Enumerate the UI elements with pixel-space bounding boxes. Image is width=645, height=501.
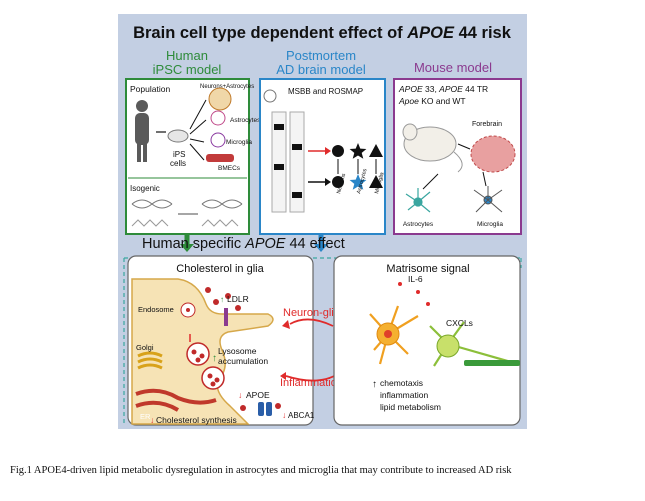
- figure: Brain cell type dependent effect of APOE…: [118, 14, 527, 429]
- axon-icon: [464, 360, 520, 366]
- inflammation-label: Inflammation: [280, 377, 343, 389]
- cxcls-label: CXCLs: [446, 318, 473, 328]
- microglia-cell-icon: [210, 132, 226, 148]
- human-panel-title-1: Human: [166, 48, 208, 63]
- matrisome-neuron-icon: [429, 321, 519, 367]
- lysosome-label-2: accumulation: [218, 356, 268, 366]
- figure-caption: Fig.1 APOE4-driven lipid metabolic dysre…: [10, 465, 512, 476]
- matrisome-panel-title: Matrisome signal: [386, 263, 469, 275]
- neuron-glia-label: Neuron-glia: [283, 307, 341, 319]
- il6-label: IL-6: [408, 274, 423, 284]
- endosome-label: Endosome: [138, 305, 174, 314]
- glia-panel: Cholesterol in glia Endosome ↑ LDLR Golg…: [127, 255, 315, 426]
- human-panel: Population Neurons+Astrocytes iPS cells …: [125, 78, 261, 235]
- er-label: ER: [140, 412, 151, 421]
- apoe-label: APOE: [246, 390, 270, 400]
- heatmap-column-2: [289, 111, 305, 213]
- lysosome-up-arrow: ↑: [212, 353, 217, 364]
- ips-label-2: cells: [170, 159, 186, 168]
- cholesterol-synthesis-label: Cholesterol synthesis: [156, 415, 237, 425]
- postmortem-neurons-label: Neurons: [336, 173, 347, 195]
- human-astrocytes-label: Astrocytes: [230, 117, 261, 124]
- astrocyte-cell-icon: [210, 110, 226, 126]
- er-icon: [135, 388, 217, 405]
- bmec-cell-icon: [206, 154, 234, 162]
- abca1-transporter-icon: [258, 402, 264, 416]
- ips-label-1: iPS: [173, 150, 185, 159]
- population-label: Population: [130, 84, 170, 94]
- lysosome-label-1: Lysosome: [218, 346, 257, 356]
- mouse-genotypes-line2: Apoe KO and WT: [398, 96, 466, 106]
- isogenic-label: Isogenic: [130, 184, 160, 193]
- matrisome-panel: Matrisome signal IL-6 CXCLs ↑ chemotaxis…: [333, 255, 521, 426]
- abca1-label: ABCA1: [288, 411, 315, 420]
- mouse-microglia-icon: [473, 186, 503, 213]
- postmortem-panel-title-2: AD brain model: [276, 62, 366, 77]
- heatmap-column-1: [271, 111, 287, 213]
- cholesterol-synthesis-down-arrow: ↓: [150, 415, 154, 425]
- chromatogram-right: [201, 219, 239, 227]
- cholesterol-particle: [205, 287, 211, 293]
- lysosome-icon-1: [186, 342, 210, 366]
- mouse-astrocyte-icon: [405, 188, 431, 213]
- effect-lipid-metabolism: lipid metabolism: [380, 402, 441, 412]
- differentiation-arrows: [189, 99, 207, 161]
- ldlr-label: LDLR: [227, 294, 249, 304]
- postmortem-panel-title-1: Postmortem: [286, 48, 356, 63]
- golgi-icon: [137, 351, 163, 370]
- mouse-panel-title: Mouse model: [414, 60, 492, 75]
- mouse-astrocytes-label: Astrocytes: [403, 221, 434, 228]
- neuron-circle-symbol: [332, 145, 344, 157]
- golgi-label: Golgi: [136, 343, 154, 352]
- human-bmecs-label: BMECs: [218, 165, 241, 172]
- ldlr-receptor-icon: [224, 308, 228, 326]
- postmortem-microglia-label: Microglia: [374, 171, 386, 195]
- mouse-microglia-label: Microglia: [477, 221, 503, 228]
- mouse-genotypes-line1: APOE 33, APOE 44 TR: [398, 84, 488, 94]
- person-icon: [135, 100, 149, 162]
- effect-inflammation: inflammation: [380, 390, 428, 400]
- forebrain-label: Forebrain: [472, 121, 502, 128]
- culture-label: Neurons+Astrocytes: [200, 84, 254, 90]
- specific-effect-label: Human specific APOE 44 effect: [142, 236, 345, 252]
- human-panel-title-2: iPSC model: [153, 62, 222, 77]
- lysosome-icon-2: [201, 366, 225, 390]
- figure-svg: Brain cell type dependent effect of APOE…: [123, 24, 522, 426]
- figure-title: Brain cell type dependent effect of APOE…: [133, 24, 512, 42]
- cohorts-label: MSBB and ROSMAP: [288, 87, 363, 96]
- mouse-panel: APOE 33, APOE 44 TR Apoe KO and WT Foreb…: [393, 78, 522, 235]
- astrocyte-star-symbol: [349, 143, 367, 159]
- apoe-down-arrow: ↓: [238, 390, 242, 400]
- ldlr-up-arrow: ↑: [220, 295, 224, 304]
- head-icon: [263, 89, 277, 103]
- human-microglia-label: Microglia: [226, 139, 252, 146]
- chromatogram-left: [131, 219, 169, 227]
- neuron-astrocyte-culture-icon: [208, 87, 232, 111]
- mouse-brain-icon: [470, 135, 516, 173]
- glia-panel-title: Cholesterol in glia: [176, 263, 264, 275]
- mouse-icon: [403, 126, 457, 162]
- neuron-glia-arrow: [289, 318, 334, 327]
- effect-chemotaxis: chemotaxis: [380, 378, 423, 388]
- abca1-down-arrow: ↓: [282, 410, 286, 420]
- ips-dish-icon: [167, 129, 189, 143]
- microglia-triangle-symbol: [369, 144, 383, 157]
- effects-up-arrow: ↑: [372, 379, 377, 390]
- postmortem-panel: MSBB and ROSMAP Neurons Astrocytes Micro…: [259, 78, 386, 235]
